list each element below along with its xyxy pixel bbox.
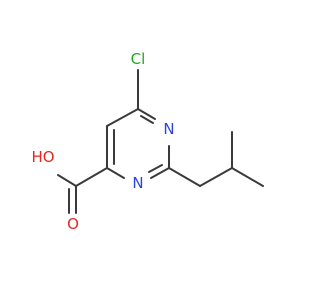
- bond-c5-c6: [106, 108, 139, 127]
- bond-c6-n1-inner: [140, 115, 154, 124]
- molecule-diagram: Cl N N HO O: [31, 50, 264, 233]
- carbonyl-oxygen-label: O: [67, 215, 79, 233]
- hydroxyl-label: HO: [31, 148, 54, 166]
- bond-c2-ch2: [168, 167, 201, 187]
- bond-n3-c4: [106, 167, 125, 179]
- bond-c4-cooh: [75, 167, 108, 187]
- bond-ch-ch3-b: [231, 167, 264, 187]
- bond-c6-n1: [137, 108, 156, 120]
- nitrogen-top-label: N: [163, 120, 174, 138]
- nitrogen-bottom-label: N: [132, 174, 143, 192]
- bond-lines: [57, 69, 264, 214]
- structure-svg: Cl N N HO O: [31, 50, 264, 233]
- bond-c2-n3-inner: [148, 164, 163, 173]
- bond-c2-n3: [150, 167, 170, 179]
- bond-c-oh: [57, 174, 77, 187]
- chlorine-label: Cl: [131, 50, 146, 68]
- bond-ch2-ch: [199, 167, 233, 187]
